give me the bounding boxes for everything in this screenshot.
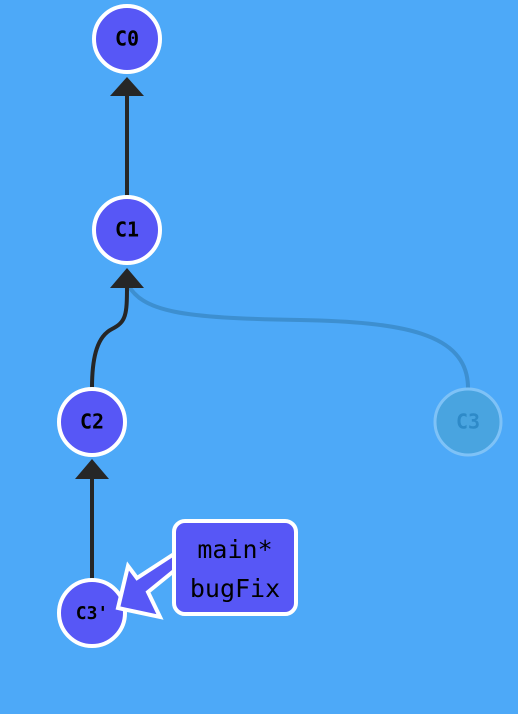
arrowhead-c2 <box>75 459 109 479</box>
commit-label-c3-prime: C3' <box>76 603 109 624</box>
branch-pointer-arrow <box>115 551 183 620</box>
commit-c1[interactable]: C1 <box>92 195 162 265</box>
commit-c2[interactable]: C2 <box>57 387 127 457</box>
edge-c3prime-to-c2 <box>75 459 109 580</box>
commit-c3-prime[interactable]: C3' <box>57 578 127 648</box>
commit-label-c3: C3 <box>456 410 480 434</box>
edge-c2-to-c1 <box>90 268 144 389</box>
branch-tag[interactable]: main* bugFix <box>172 519 298 616</box>
commit-label-c2: C2 <box>80 410 104 434</box>
commit-label-c0: C0 <box>115 27 139 51</box>
arrowhead-c1 <box>110 268 144 288</box>
arrowhead-c0 <box>110 77 144 96</box>
ghost-commit-c3[interactable]: C3 <box>433 387 503 457</box>
branch-label-main: main* <box>197 535 272 564</box>
ghost-edge-c3-to-c1 <box>125 282 470 389</box>
branch-label-bugfix: bugFix <box>190 574 280 603</box>
commit-c0[interactable]: C0 <box>92 4 162 74</box>
edge-c1-to-c0 <box>110 77 144 196</box>
commit-label-c1: C1 <box>115 218 139 242</box>
